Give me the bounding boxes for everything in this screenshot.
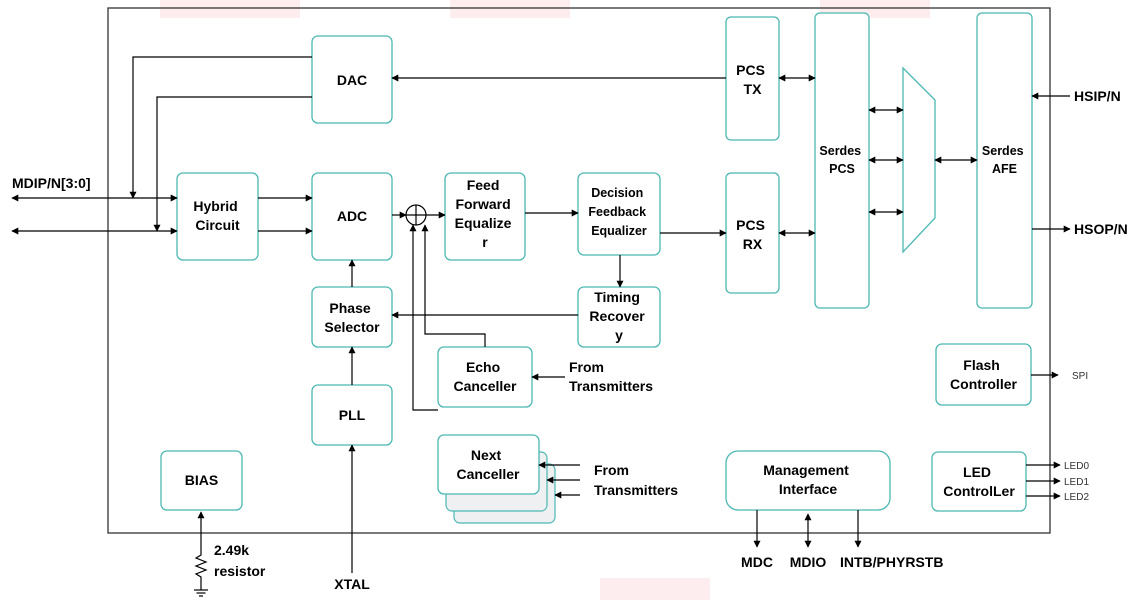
led-controller-block: LED ControlLer [931, 451, 1027, 512]
hybrid-circuit-label: Hybrid Circuit [193, 198, 241, 233]
chip-boundary [107, 7, 1051, 534]
serdes-pcs-label: Serdes PCS [819, 144, 864, 176]
next-canceller-block: Next Canceller [437, 434, 556, 524]
adc-label: ADC [337, 208, 367, 224]
led-controller-label: LED ControlLer [943, 464, 1015, 499]
serdes-mux [902, 66, 936, 254]
dac-block: DAC [311, 35, 393, 124]
management-interface-block: Management Interface [725, 450, 891, 511]
pcs-tx-label: PCS TX [736, 62, 769, 97]
hsip-label: HSIP/N [1074, 88, 1121, 104]
intb-phyrstb-label: INTB/PHYRSTB [840, 554, 943, 570]
adc-block: ADC [311, 172, 393, 261]
pll-label: PLL [339, 407, 366, 423]
management-interface-label: Management Interface [763, 462, 852, 497]
pcs-rx-block: PCS RX [725, 172, 780, 294]
serdes-afe-label: Serdes AFE [982, 144, 1027, 176]
led0-label: LED0 [1064, 461, 1089, 472]
led1-label: LED1 [1064, 477, 1089, 488]
pcs-tx-block: PCS TX [725, 16, 780, 141]
bias-block: BIAS [160, 450, 243, 511]
summing-junction [405, 204, 427, 226]
serdes-afe-block: Serdes AFE [976, 12, 1033, 309]
feed-forward-equalizer-block: Feed Forward Equalize r [444, 172, 526, 261]
feed-forward-equalizer-label: Feed Forward Equalize r [455, 177, 516, 250]
echo-canceller-block: Echo Canceller [437, 346, 533, 408]
from-transmitters-echo-label: From Transmitters [569, 359, 653, 394]
serdes-pcs-block: Serdes PCS [814, 12, 870, 309]
dac-label: DAC [337, 72, 367, 88]
led2-label: LED2 [1064, 492, 1089, 503]
spi-label: SPI [1072, 371, 1088, 382]
echo-canceller-label: Echo Canceller [453, 359, 517, 394]
from-transmitters-next-label: From Transmitters [594, 462, 678, 498]
hsop-label: HSOP/N [1074, 221, 1128, 237]
flash-controller-block: Flash Controller [935, 343, 1032, 406]
mdc-label: MDC [741, 554, 773, 570]
flash-controller-label: Flash Controller [950, 357, 1017, 392]
timing-recovery-block: Timing Recover y [577, 286, 661, 348]
next-canceller-label: Next Canceller [456, 447, 520, 482]
decision-feedback-equalizer-label: Decision Feedback Equalizer [588, 186, 649, 238]
timing-recovery-label: Timing Recover y [589, 289, 648, 343]
decision-feedback-equalizer-block: Decision Feedback Equalizer [577, 172, 661, 256]
resistor-label: 2.49k resistor [214, 542, 266, 579]
pcs-rx-label: PCS RX [736, 217, 769, 252]
bias-label: BIAS [185, 472, 218, 488]
pll-block: PLL [311, 384, 393, 446]
connections [11, 56, 1071, 597]
phase-selector-label: Phase Selector [324, 300, 380, 335]
mdip-label: MDIP/N[3:0] [12, 175, 91, 191]
hybrid-circuit-block: Hybrid Circuit [176, 172, 259, 261]
mdio-label: MDIO [790, 554, 827, 570]
xtal-label: XTAL [334, 576, 370, 592]
phase-selector-block: Phase Selector [311, 286, 393, 348]
